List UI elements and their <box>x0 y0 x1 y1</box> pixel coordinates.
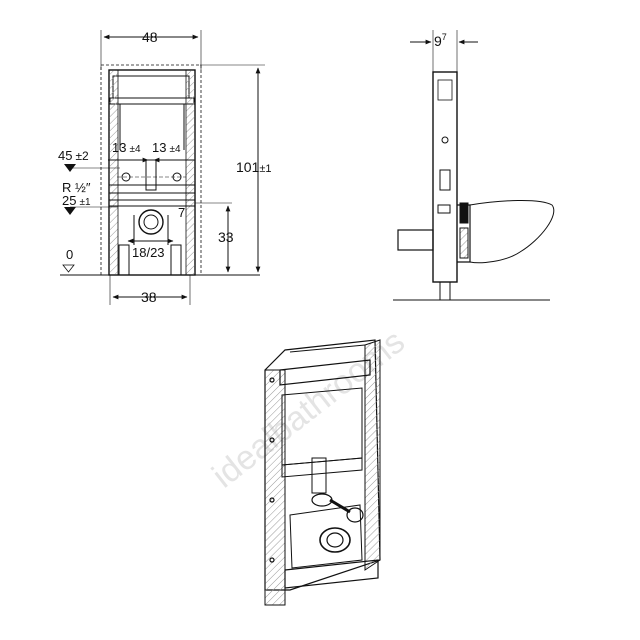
depth-label: 97 <box>434 32 447 49</box>
thread-label: R ½″ <box>62 180 91 195</box>
isometric-view <box>264 339 381 606</box>
base-width-label: 38 <box>141 289 157 305</box>
outlet-height-label: 33 <box>218 229 234 245</box>
front-view <box>60 30 265 305</box>
watermark: idealbathrooms <box>205 322 412 495</box>
water-height-marker-icon <box>64 207 76 215</box>
inlet-offset-right-label: 13±4 <box>152 140 181 155</box>
side-view <box>393 30 555 301</box>
side-offset-label: 7 <box>178 205 185 220</box>
width-label: 48 <box>142 29 158 45</box>
inlet-height-marker-icon <box>64 164 76 172</box>
outlet-spacing-label: 18/23 <box>132 245 165 260</box>
inlet-offset-left-label: 13±4 <box>112 140 141 155</box>
height-label: 101±1 <box>236 159 272 175</box>
floor-level-label: 0 <box>66 247 73 262</box>
water-height-label: 25±1 <box>62 193 91 208</box>
inlet-height-label: 45±2 <box>58 148 89 163</box>
